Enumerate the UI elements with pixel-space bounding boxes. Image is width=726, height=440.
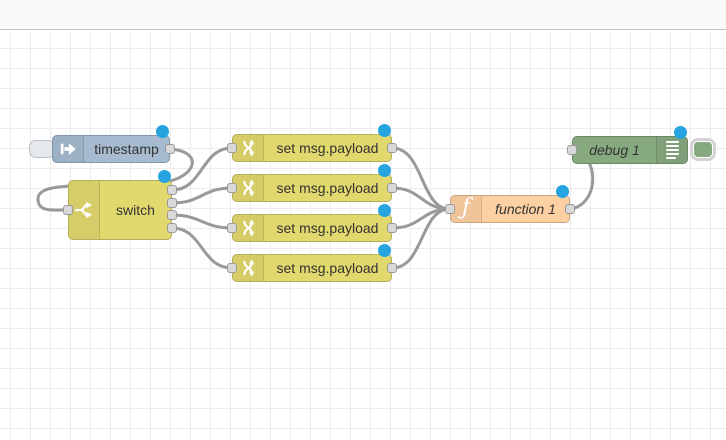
node-function-1[interactable]: ƒ function 1 xyxy=(450,195,570,223)
wire-switch2-change2[interactable] xyxy=(170,186,234,205)
output-port-change-2[interactable] xyxy=(387,183,397,193)
output-port-switch-4[interactable] xyxy=(167,223,177,233)
node-change-4[interactable]: set msg.payload xyxy=(232,254,392,282)
node-change-3[interactable]: set msg.payload xyxy=(232,214,392,242)
input-port-function[interactable] xyxy=(445,204,455,214)
node-label: debug 1 xyxy=(589,142,640,158)
input-port-change-3[interactable] xyxy=(227,223,237,233)
crossed-arrows-icon xyxy=(233,175,264,201)
node-label: set msg.payload xyxy=(276,220,379,236)
modified-indicator-function xyxy=(555,184,569,198)
function-f-icon: ƒ xyxy=(451,196,482,222)
modified-indicator-change-2 xyxy=(377,163,391,177)
output-port-function[interactable] xyxy=(565,204,575,214)
inject-arrow-icon xyxy=(53,136,84,162)
output-port-switch-2[interactable] xyxy=(167,198,177,208)
modified-indicator-change-4 xyxy=(377,243,391,257)
output-port-switch-1[interactable] xyxy=(167,185,177,195)
modified-indicator-change-1 xyxy=(377,123,391,137)
canvas-top-margin xyxy=(0,0,726,30)
wire-change1-function[interactable] xyxy=(390,146,452,211)
input-port-change-1[interactable] xyxy=(227,143,237,153)
wire-switch4-change4[interactable] xyxy=(170,226,234,270)
node-label: set msg.payload xyxy=(276,180,379,196)
wire-switch3-change3[interactable] xyxy=(170,213,234,230)
node-switch[interactable]: switch xyxy=(68,180,172,240)
node-change-2[interactable]: set msg.payload xyxy=(232,174,392,202)
fork-arrows-icon xyxy=(69,181,100,239)
output-port-change-4[interactable] xyxy=(387,263,397,273)
input-port-change-4[interactable] xyxy=(227,263,237,273)
node-label: set msg.payload xyxy=(276,140,379,156)
debug-enabled-indicator xyxy=(694,142,712,157)
modified-indicator-timestamp xyxy=(155,124,169,138)
crossed-arrows-icon xyxy=(233,255,264,281)
input-port-debug[interactable] xyxy=(567,145,577,155)
debug-enable-toggle[interactable] xyxy=(690,138,716,161)
wire-change4-function[interactable] xyxy=(390,207,452,270)
node-change-1[interactable]: set msg.payload xyxy=(232,134,392,162)
debug-output-lines-icon xyxy=(656,137,687,163)
modified-indicator-switch xyxy=(157,169,171,183)
node-label: timestamp xyxy=(94,141,159,157)
output-port-change-3[interactable] xyxy=(387,223,397,233)
input-port-change-2[interactable] xyxy=(227,183,237,193)
node-label: set msg.payload xyxy=(276,260,379,276)
node-label: switch xyxy=(116,202,155,218)
crossed-arrows-icon xyxy=(233,215,264,241)
wire-switch1-change1[interactable] xyxy=(170,146,234,192)
modified-indicator-debug xyxy=(673,125,687,139)
output-port-change-1[interactable] xyxy=(387,143,397,153)
node-timestamp[interactable]: timestamp xyxy=(52,135,170,163)
crossed-arrows-icon xyxy=(233,135,264,161)
modified-indicator-change-3 xyxy=(377,203,391,217)
node-label: function 1 xyxy=(495,201,556,217)
node-debug-1[interactable]: debug 1 xyxy=(572,136,688,164)
output-port-timestamp[interactable] xyxy=(165,144,175,154)
input-port-switch[interactable] xyxy=(63,205,73,215)
output-port-switch-3[interactable] xyxy=(167,210,177,220)
